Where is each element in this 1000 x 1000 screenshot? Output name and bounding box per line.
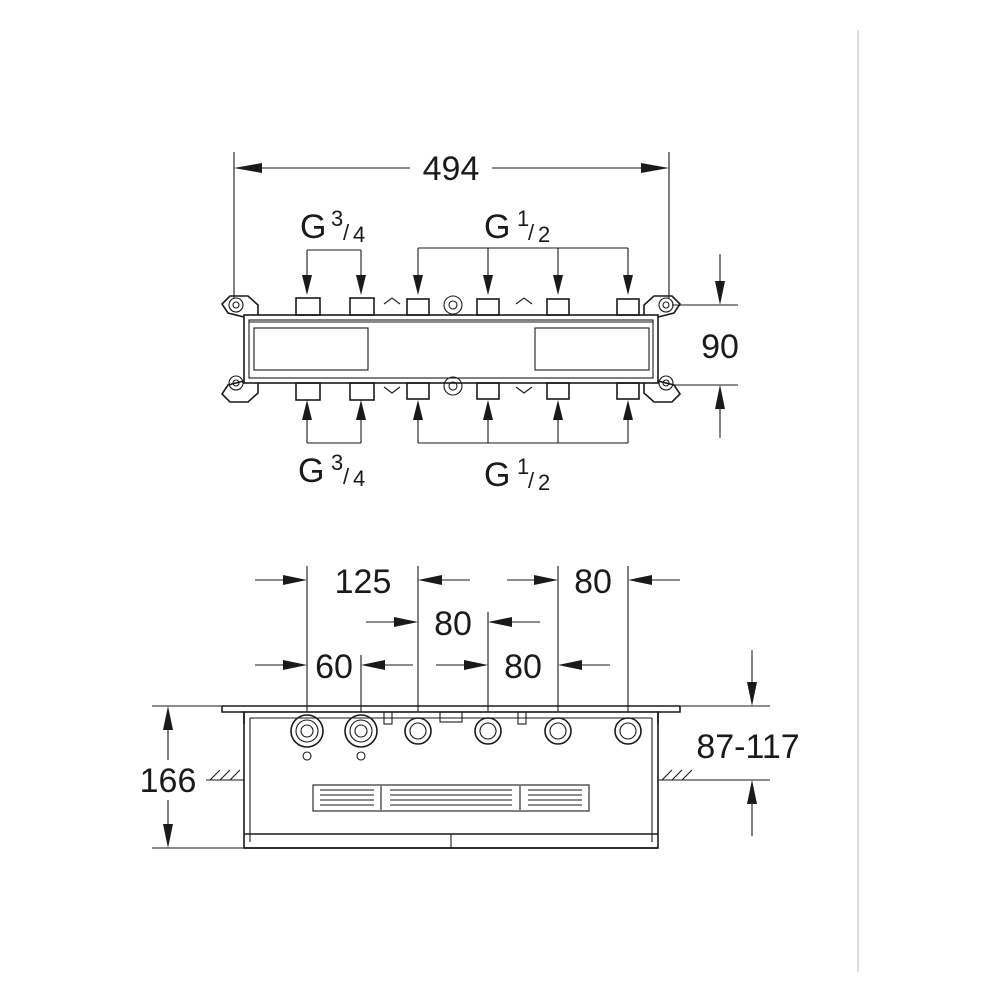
width-dimension: 494 — [233, 150, 670, 298]
connectors-bottom — [295, 382, 640, 401]
mounting-bracket-bottom-right — [643, 375, 682, 403]
front-grille — [312, 784, 590, 812]
wall-hatch-right — [658, 769, 696, 781]
dimension-87-117: 87-117 — [680, 650, 800, 836]
svg-text:/: / — [343, 220, 350, 245]
dimension-60: 60 — [255, 648, 413, 686]
outlet-g12-3 — [544, 717, 572, 745]
label-166: 166 — [140, 762, 197, 800]
wall-hatch-left — [206, 769, 244, 781]
svg-text:1: 1 — [517, 454, 529, 479]
mounting-bracket-top-right — [643, 295, 682, 318]
mounting-bracket-top-left — [220, 295, 259, 318]
small-posts — [383, 711, 527, 725]
svg-text:4: 4 — [353, 466, 365, 491]
dimension-80-middle: 80 — [366, 605, 540, 643]
height-label-90: 90 — [701, 328, 739, 366]
label-87-117: 87-117 — [696, 728, 799, 766]
svg-text:1: 1 — [517, 206, 529, 231]
svg-text:3: 3 — [331, 206, 343, 231]
dimension-80-lower: 80 — [436, 648, 610, 686]
label-80-lower: 80 — [504, 648, 542, 686]
label-80-top-right: 80 — [574, 563, 612, 601]
dimension-166: 166 — [140, 705, 244, 849]
svg-text:2: 2 — [538, 222, 550, 247]
leader-top-g12 — [413, 247, 633, 295]
svg-text:/: / — [343, 464, 350, 489]
inlet-label-bottom-right: G 1 / 2 — [484, 454, 550, 495]
svg-text:4: 4 — [353, 222, 365, 247]
leader-top-g34 — [302, 249, 366, 295]
leader-bottom-g34 — [302, 400, 366, 444]
inlet-label-top-left: G 3 / 4 — [300, 206, 365, 247]
dimension-125: 125 — [255, 563, 470, 601]
width-label: 494 — [423, 150, 480, 188]
svg-text:G: G — [298, 452, 324, 490]
label-60: 60 — [315, 648, 353, 686]
label-125: 125 — [335, 563, 392, 601]
outlet-g12-1 — [404, 717, 432, 745]
side-view: 125 80 80 60 — [140, 563, 800, 849]
svg-text:/: / — [528, 220, 535, 245]
dimension-80-top-right: 80 — [507, 563, 680, 601]
box-body-top — [243, 314, 659, 384]
outlet-g12-2 — [474, 717, 502, 745]
svg-text:G: G — [300, 208, 326, 246]
outlet-g34-2 — [344, 714, 378, 761]
label-80-middle: 80 — [434, 605, 472, 643]
outlet-g12-4 — [614, 717, 642, 745]
height-dimension-90: 90 — [672, 254, 739, 438]
leader-bottom-g12 — [413, 400, 633, 444]
svg-text:/: / — [528, 468, 535, 493]
outlet-extension-lines — [306, 566, 629, 712]
inlet-label-bottom-left: G 3 / 4 — [298, 450, 365, 491]
mid-tabs — [383, 295, 533, 396]
svg-text:G: G — [484, 456, 510, 494]
svg-text:2: 2 — [538, 470, 550, 495]
top-view: 494 G 3 / 4 G 1 / 2 — [220, 150, 739, 495]
svg-text:G: G — [484, 208, 510, 246]
connectors-top — [295, 297, 640, 316]
inlet-label-top-right: G 1 / 2 — [484, 206, 550, 247]
outlet-g34-1 — [290, 714, 324, 761]
svg-text:3: 3 — [331, 450, 343, 475]
mounting-bracket-bottom-left — [220, 375, 259, 403]
